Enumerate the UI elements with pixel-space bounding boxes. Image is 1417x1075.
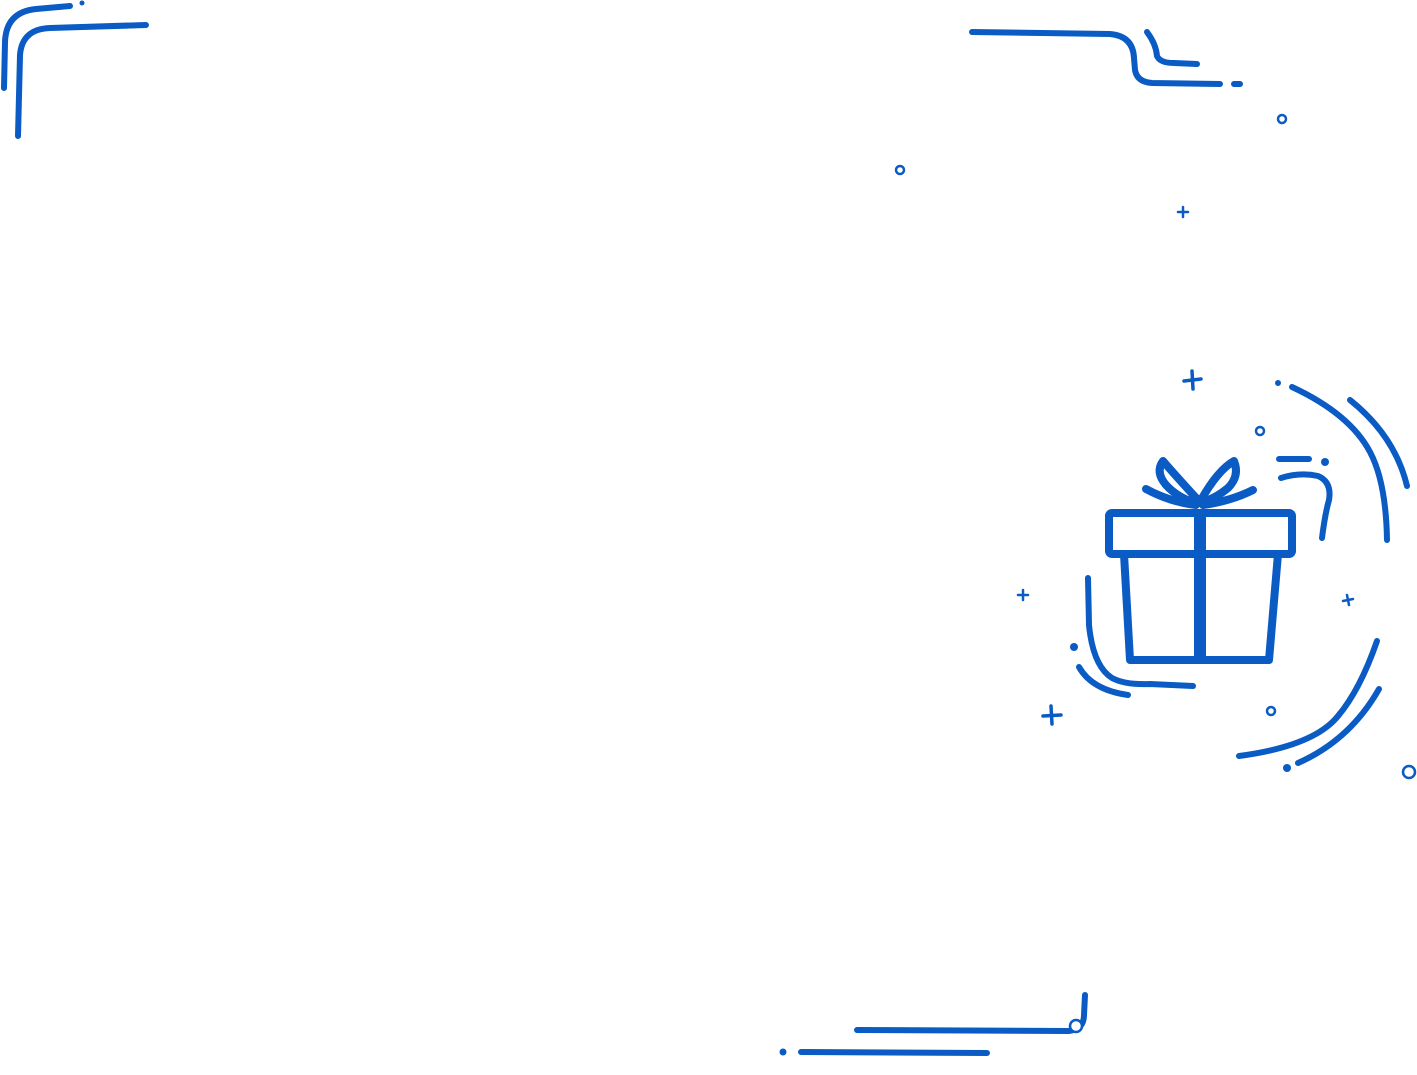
dot-icon — [79, 0, 85, 6]
decor-short-curve — [1144, 29, 1200, 67]
dot-icon — [1070, 643, 1078, 651]
decor-lines-top-right — [969, 29, 1243, 87]
sparkle-plus-icon — [1176, 205, 1190, 219]
swirl-hook — [1278, 471, 1333, 541]
corner-bracket-outer-line — [1, 3, 73, 91]
small-circle-icon — [1265, 705, 1277, 717]
small-circle-icon — [894, 164, 906, 176]
swirl-left-outer — [1076, 664, 1131, 698]
sparkle-marks — [1016, 205, 1355, 726]
decor-lines-bottom — [798, 992, 1088, 1056]
swirl-upper-right-inner — [1289, 384, 1390, 543]
swirl-lower-right-outer — [1295, 686, 1382, 766]
scattered-circles — [894, 113, 1417, 780]
corner-bracket-top-left — [1, 0, 149, 139]
gift-box-body — [1120, 550, 1282, 664]
swirl-upper-right-outer — [1347, 397, 1410, 489]
sparkle-plus-icon — [1341, 593, 1355, 607]
dot-icon — [779, 1048, 787, 1056]
corner-bracket-inner-line — [15, 22, 149, 139]
gift-icon — [1105, 457, 1296, 664]
dot-icon — [1283, 764, 1291, 772]
swirl-dots — [1070, 380, 1329, 772]
bottom-upper-line — [854, 992, 1088, 1034]
small-circle-icon — [1068, 1018, 1084, 1034]
sparkle-plus-icon — [1182, 369, 1203, 391]
gift-bow-left-tail — [1142, 485, 1200, 509]
swirl-lines — [1076, 384, 1410, 766]
swirl-lower-right-inner — [1236, 638, 1380, 759]
sparkle-plus-icon — [1016, 588, 1030, 602]
small-circle-icon — [1401, 764, 1417, 780]
gift-bow-right-tail — [1199, 486, 1257, 509]
dot-icon — [1275, 380, 1281, 386]
swirl-left-inner — [1085, 575, 1196, 689]
dot-icon — [1321, 458, 1329, 466]
gift-bow-left-loop — [1155, 457, 1202, 507]
bottom-lower-line — [798, 1049, 990, 1056]
gift-bow-right-loop — [1197, 457, 1240, 506]
small-circle-icon — [1254, 425, 1266, 437]
small-circle-icon — [1276, 113, 1288, 125]
sparkle-plus-icon — [1041, 704, 1063, 726]
decor-curve-line — [969, 29, 1223, 87]
